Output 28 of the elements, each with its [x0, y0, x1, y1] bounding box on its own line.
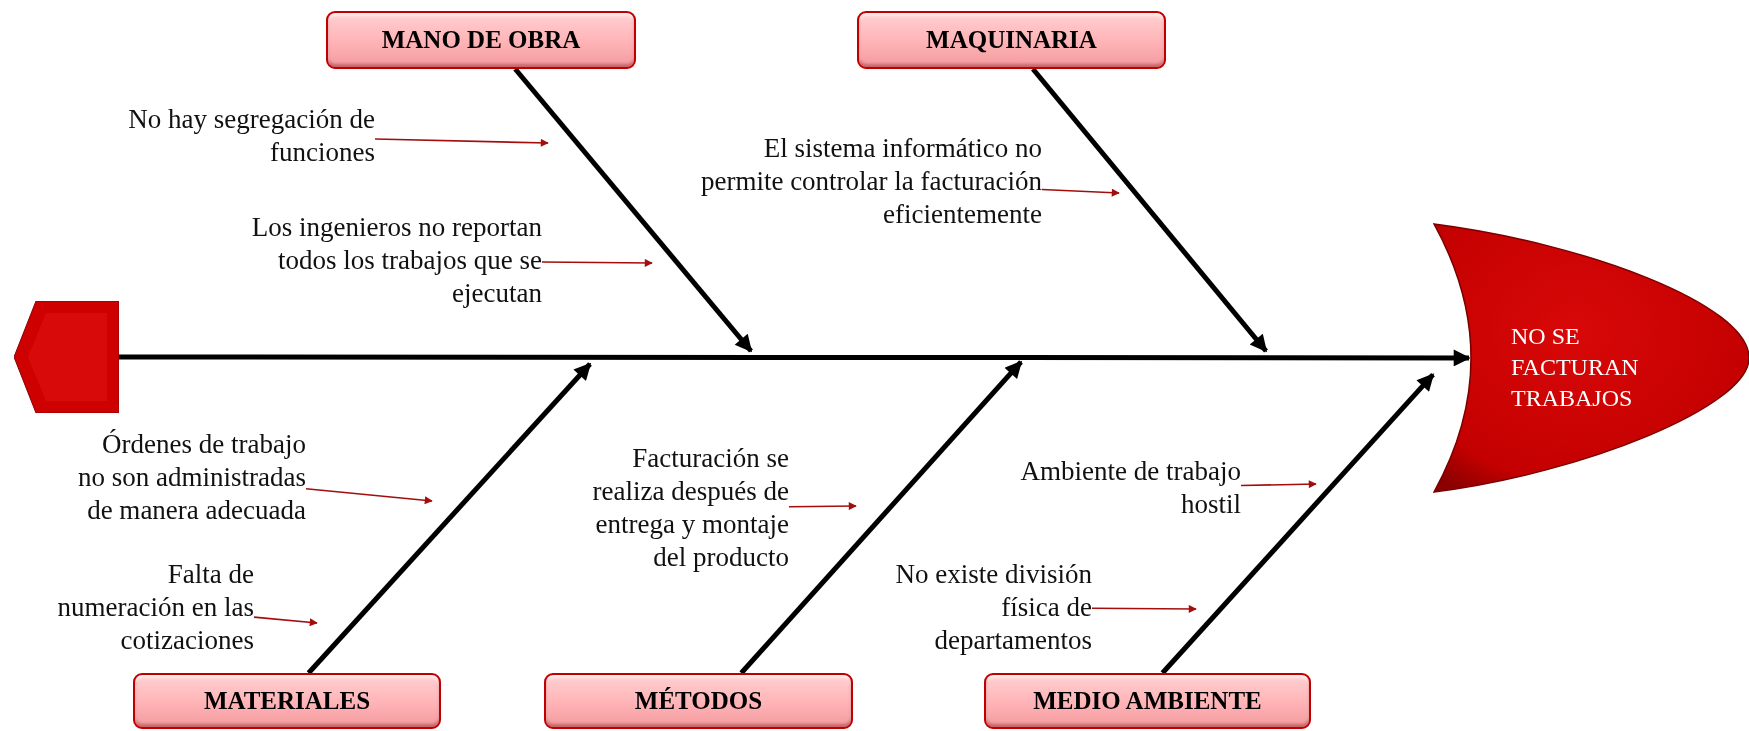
cause-text: No hay segregación de funciones — [113, 103, 375, 169]
cause-text: Órdenes de trabajo no son administradas de manera adecuada — [74, 428, 306, 527]
category-box: MÉTODOS — [544, 673, 853, 729]
category-box: MATERIALES — [133, 673, 441, 729]
cause-text: Falta de numeración en las cotizaciones — [46, 558, 254, 657]
arrow — [253, 616, 318, 627]
arrow — [1031, 67, 1268, 353]
arrow — [1041, 188, 1120, 197]
arrow — [513, 67, 753, 353]
cause-text: El sistema informático no permite controlar la facturación eficientemente — [690, 132, 1042, 231]
cause-text: Facturación se realiza después de entrega y montaje del producto — [589, 442, 789, 574]
arrow — [1160, 372, 1435, 675]
arrow — [1240, 480, 1317, 489]
category-box: MEDIO AMBIENTE — [984, 673, 1311, 729]
cause-text: Ambiente de trabajo hostil — [1005, 455, 1241, 521]
arrow — [541, 258, 653, 267]
arrow — [374, 138, 549, 147]
category-box: MANO DE OBRA — [326, 11, 636, 69]
arrow — [739, 360, 1023, 675]
cause-text: No existe división física de departamentos — [884, 558, 1092, 657]
effect-text: NO SE FACTURAN TRABAJOS — [1511, 322, 1640, 413]
arrow — [1091, 604, 1197, 613]
arrow — [306, 362, 592, 675]
cause-text: Los ingenieros no reportan todos los trabajos que se ejecutan — [240, 211, 542, 310]
category-box: MAQUINARIA — [857, 11, 1166, 69]
arrow — [788, 502, 857, 511]
arrow — [119, 349, 1471, 367]
arrow — [305, 487, 433, 505]
